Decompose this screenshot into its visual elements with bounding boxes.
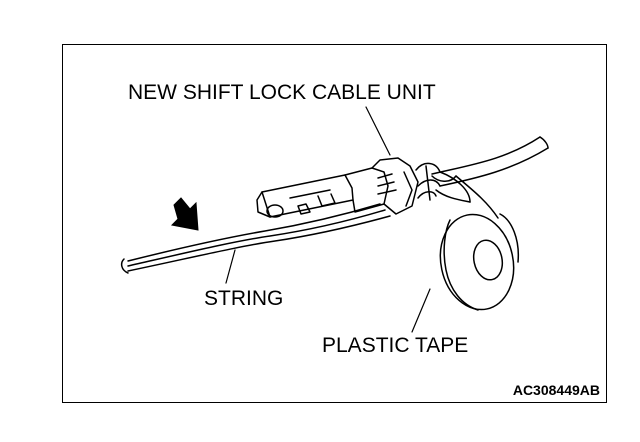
string-wires xyxy=(120,203,391,274)
tape-wrap xyxy=(415,162,471,203)
shift-lock-cable xyxy=(431,136,549,187)
figure-code: AC308449AB xyxy=(512,382,600,398)
leader-lines xyxy=(225,106,431,333)
label-string: STRING xyxy=(204,287,284,310)
label-cable-unit: NEW SHIFT LOCK CABLE UNIT xyxy=(128,81,436,104)
label-plastic-tape: PLASTIC TAPE xyxy=(322,334,469,357)
down-right-arrow-icon xyxy=(170,197,199,231)
figure-frame xyxy=(62,44,607,403)
cable-end-connector xyxy=(256,157,419,218)
plastic-tape-roll xyxy=(439,175,520,311)
